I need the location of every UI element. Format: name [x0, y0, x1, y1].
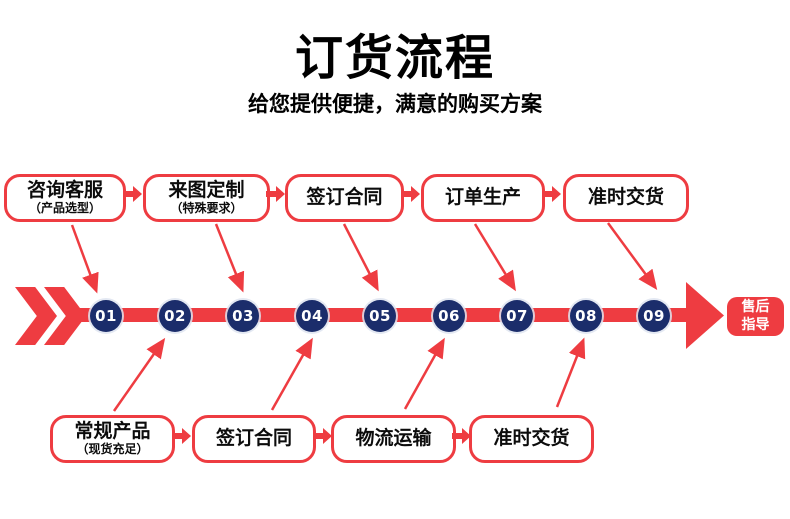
after-sales-label-line2: 指导: [741, 316, 770, 333]
connector-arrow-bottom-4: [555, 337, 586, 408]
pill-label: 物流运输: [355, 427, 432, 450]
pill-label: 签订合同: [215, 427, 292, 450]
arrow-right-icon: [313, 428, 332, 444]
step-number: 08: [575, 307, 597, 325]
bottom-flow-pill-logistics: 物流运输: [331, 415, 456, 463]
after-sales-label-line1: 售后: [741, 299, 770, 315]
step-number: 01: [95, 307, 117, 325]
arrow-right-icon: [266, 186, 285, 202]
pill-label: 订单生产: [444, 186, 521, 209]
pill-label: 签订合同: [306, 186, 383, 209]
top-flow-pill-sign-contract: 签订合同: [285, 174, 404, 222]
step-number: 06: [438, 307, 460, 325]
connector-arrow-top-4: [473, 223, 516, 292]
pill-label: 咨询客服: [26, 179, 103, 202]
step-circle-03: 03: [227, 300, 259, 332]
bottom-flow-pill-ontime-delivery: 准时交货: [469, 415, 594, 463]
step-number: 04: [301, 307, 323, 325]
connector-arrow-top-5: [606, 222, 658, 291]
pill-label: 准时交货: [587, 186, 664, 209]
pill-sublabel: （产品选型）: [28, 201, 101, 216]
arrow-right-icon: [123, 186, 142, 202]
pill-label: 准时交货: [493, 427, 570, 450]
connector-arrow-top-3: [342, 223, 379, 292]
connector-arrow-bottom-1: [112, 337, 166, 412]
arrow-right-icon: [452, 428, 471, 444]
top-flow-pill-consult: 咨询客服 （产品选型）: [4, 174, 126, 222]
step-circle-08: 08: [570, 300, 602, 332]
pill-sublabel: （现货充足）: [76, 442, 149, 457]
step-circle-02: 02: [159, 300, 191, 332]
step-circle-06: 06: [433, 300, 465, 332]
step-number: 05: [369, 307, 391, 325]
connector-arrow-bottom-3: [403, 337, 445, 410]
pill-label: 来图定制: [168, 179, 245, 202]
step-circle-07: 07: [501, 300, 533, 332]
step-circle-05: 05: [364, 300, 396, 332]
pill-label: 常规产品: [74, 420, 151, 443]
step-number: 02: [164, 307, 186, 325]
after-sales-badge: 售后 指导: [727, 297, 784, 336]
arrow-right-icon: [172, 428, 191, 444]
page-subtitle: 给您提供便捷，满意的购买方案: [248, 92, 542, 116]
arrow-right-icon: [401, 186, 420, 202]
step-circle-04: 04: [296, 300, 328, 332]
connector-arrow-bottom-2: [270, 337, 313, 411]
connector-arrow-top-1: [70, 224, 99, 294]
step-number: 03: [232, 307, 254, 325]
step-number: 09: [643, 307, 665, 325]
page-title: 订货流程: [294, 30, 495, 86]
arrow-right-icon: [542, 186, 561, 202]
bottom-flow-pill-sign-contract: 签订合同: [192, 415, 316, 463]
bottom-flow-pill-regular-product: 常规产品 （现货充足）: [50, 415, 175, 463]
pill-sublabel: （特殊要求）: [170, 201, 243, 216]
step-circle-09: 09: [638, 300, 670, 332]
connector-arrow-top-2: [214, 223, 245, 293]
top-flow-pill-custom-design: 来图定制 （特殊要求）: [143, 174, 270, 222]
step-number: 07: [506, 307, 528, 325]
top-flow-pill-ontime-delivery: 准时交货: [563, 174, 689, 222]
top-flow-pill-order-production: 订单生产: [421, 174, 545, 222]
step-circle-01: 01: [90, 300, 122, 332]
timeline-arrow-head-icon: [686, 282, 724, 349]
